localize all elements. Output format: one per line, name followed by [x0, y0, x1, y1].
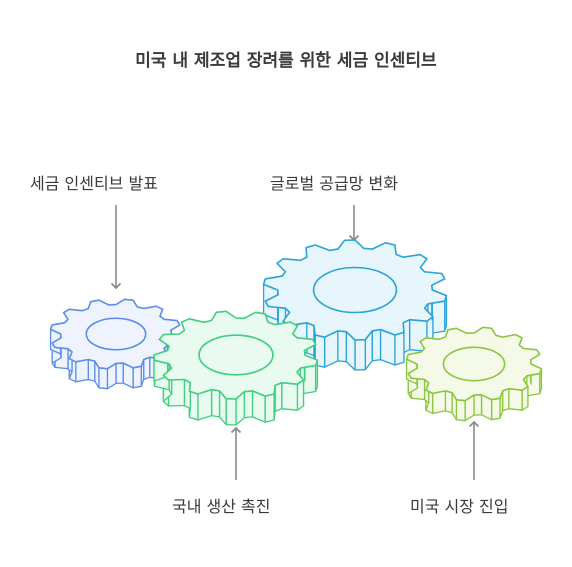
label-global-supply-chain-change: 글로벌 공급망 변화 [270, 174, 398, 193]
label-tax-incentive-announcement: 세금 인센티브 발표 [30, 174, 158, 193]
blue-gear-icon [49, 298, 183, 390]
label-domestic-production-boost: 국내 생산 촉진 [172, 497, 271, 516]
green-gear-icon [153, 310, 319, 426]
lime-gear-icon [405, 326, 543, 422]
diagram-title: 미국 내 제조업 장려를 위한 세금 인센티브 [135, 51, 437, 71]
label-us-market-entry: 미국 시장 진입 [410, 497, 509, 516]
cyan-gear-icon [262, 239, 448, 371]
